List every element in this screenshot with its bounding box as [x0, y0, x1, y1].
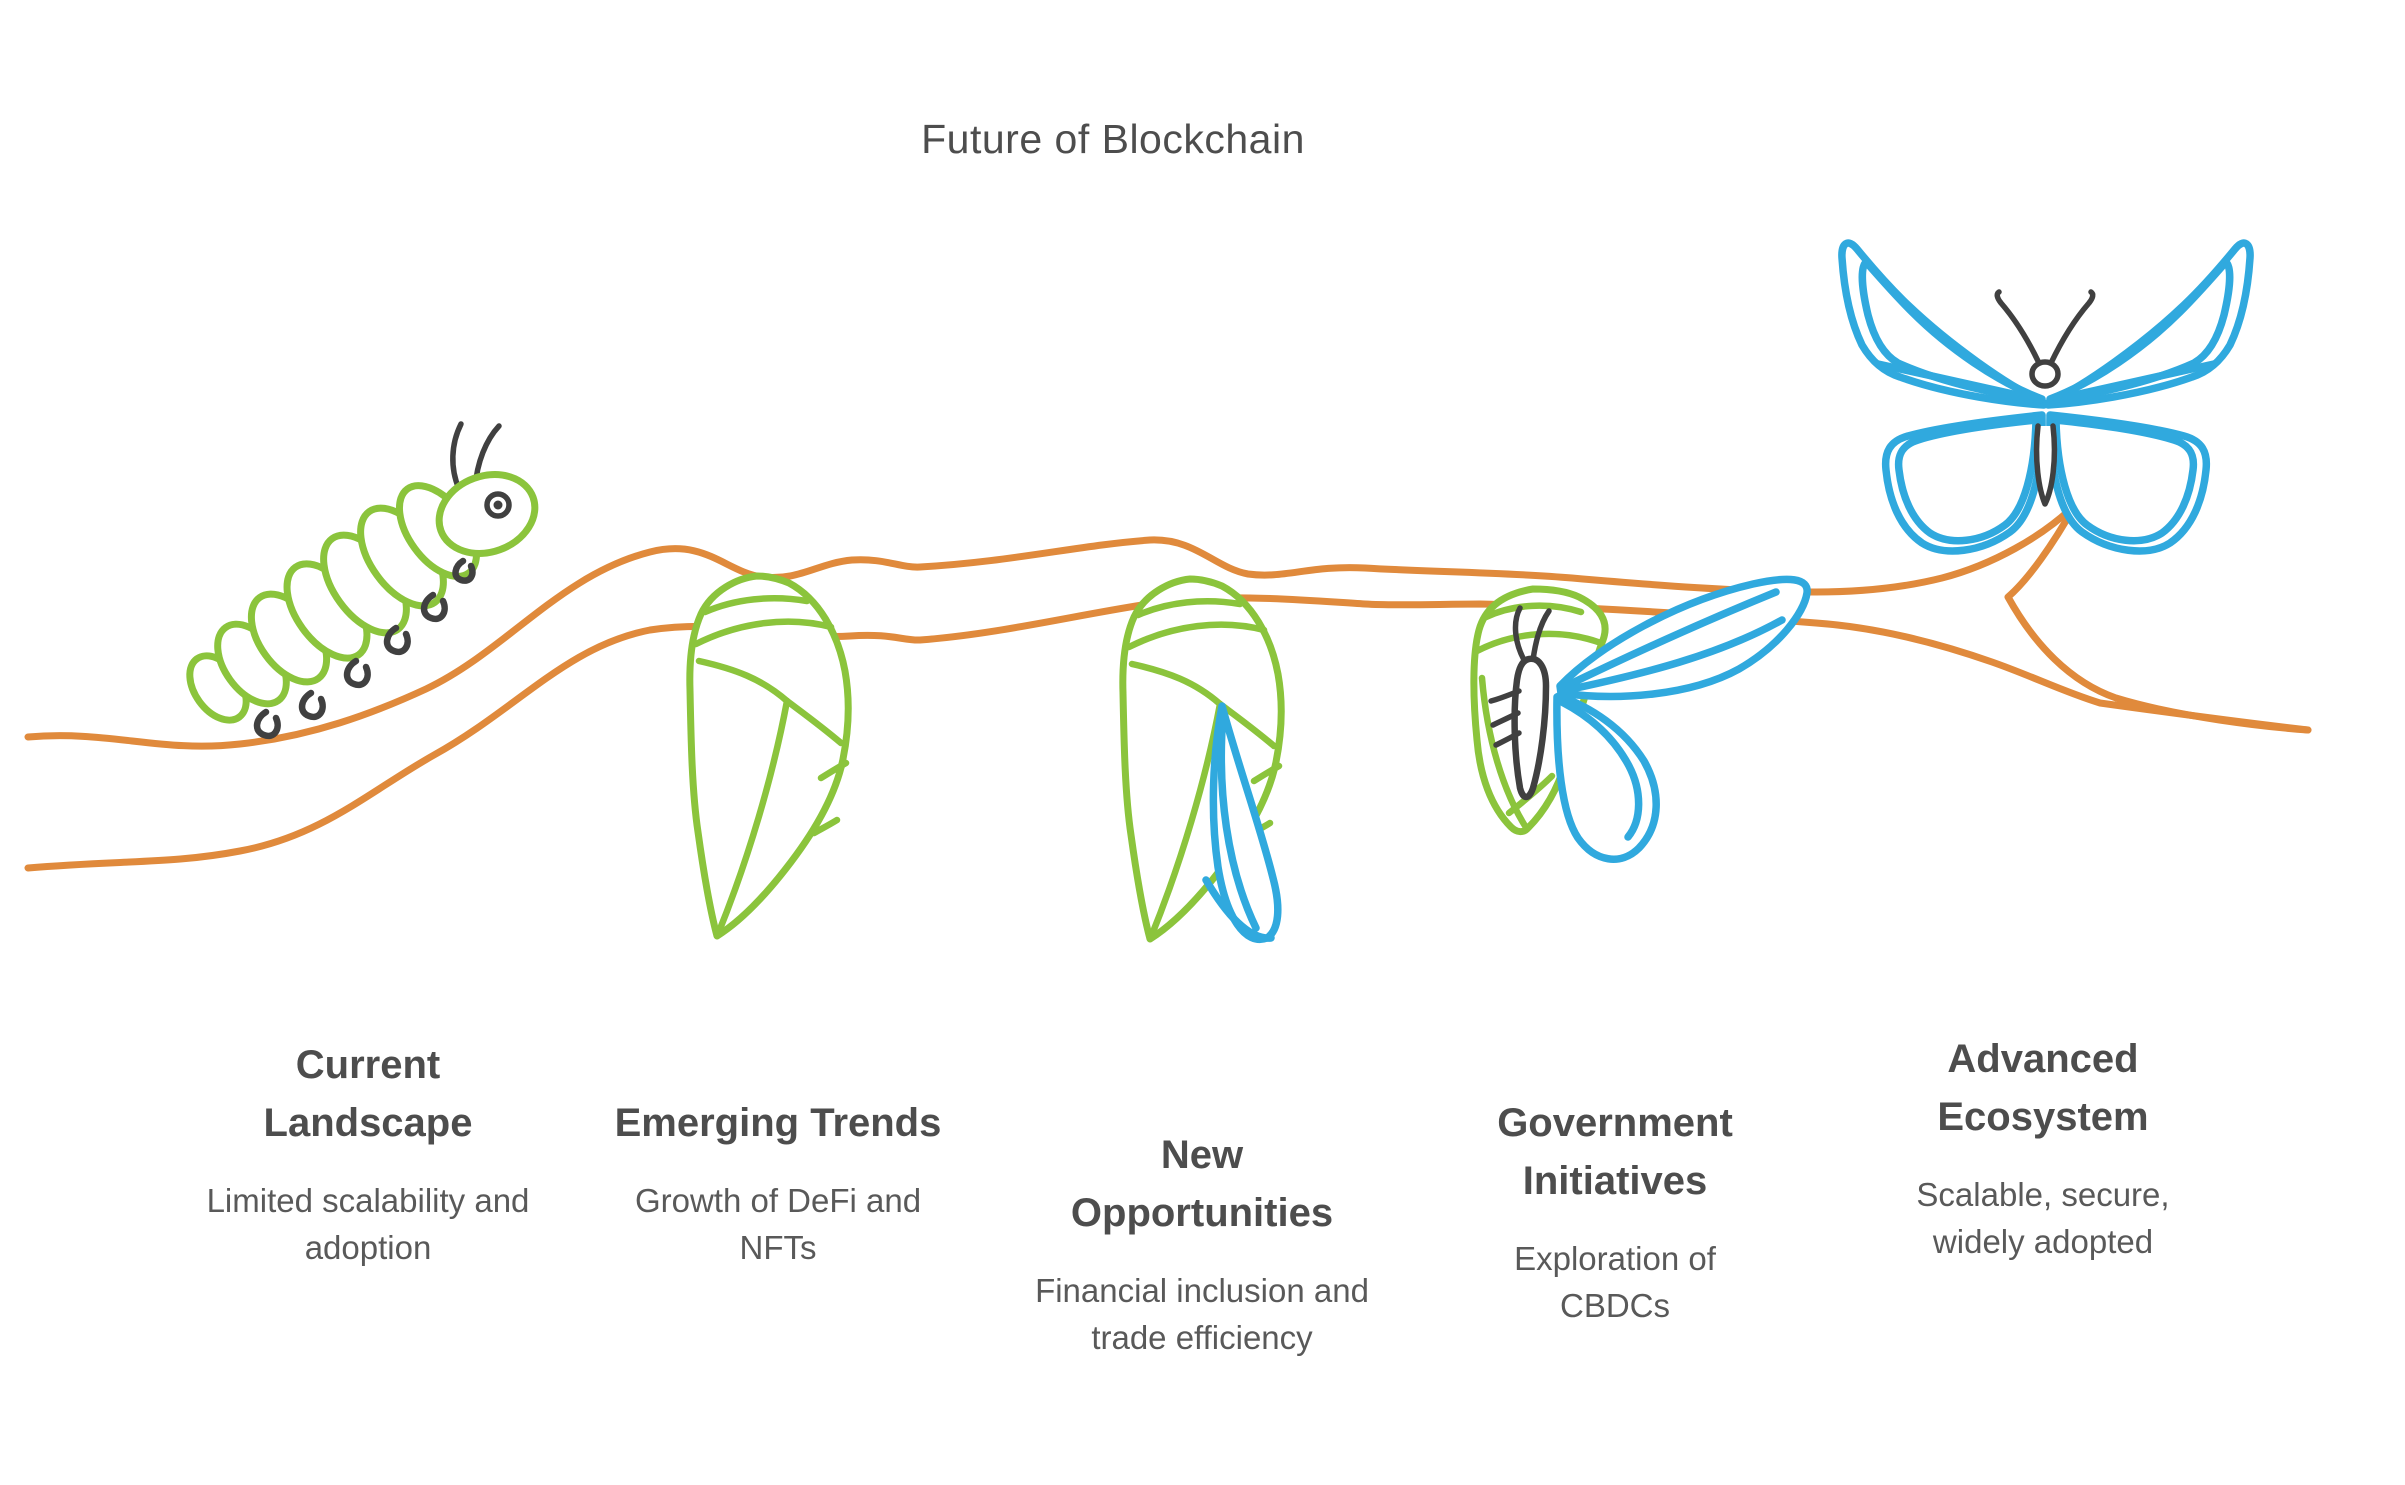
emerging-butterfly-icon	[1470, 575, 1811, 863]
caterpillar-leg-icon	[452, 557, 476, 584]
stage-title: Government Initiatives	[1497, 1101, 1733, 1203]
leg-icon	[1493, 730, 1522, 748]
leg-icon	[1488, 688, 1522, 704]
hindwing	[1553, 692, 1660, 863]
stage-label-advanced-ecosystem: Advanced Ecosystem Scalable, secure, wid…	[1823, 1030, 2263, 1266]
antenna-icon	[2048, 289, 2096, 366]
caterpillar-leg-icon	[383, 624, 411, 656]
caterpillar-leg-icon	[343, 657, 371, 689]
leg-icon	[1490, 710, 1521, 728]
stage-label-government-initiatives: Government Initiatives Exploration of CB…	[1395, 1094, 1835, 1330]
chrysalis-emerging-wing-icon	[1123, 579, 1281, 944]
butterfly-head	[2029, 359, 2061, 389]
butterfly-abdomen	[2033, 423, 2058, 507]
stage-description: Limited scalability and adoption	[206, 1182, 530, 1266]
stage-title: Advanced Ecosystem	[1937, 1037, 2149, 1139]
antenna-icon	[1512, 605, 1527, 663]
butterfly-body	[1511, 655, 1550, 801]
caterpillar-leg-icon	[420, 591, 448, 623]
stage-label-new-opportunities: New Opportunities Financial inclusion an…	[982, 1126, 1422, 1362]
stage-description: Financial inclusion and trade efficiency	[1035, 1272, 1369, 1356]
stage-title: Emerging Trends	[614, 1101, 942, 1145]
caterpillar-head	[435, 471, 539, 557]
butterfly-icon	[1838, 239, 2254, 555]
antenna-icon	[1994, 289, 2042, 366]
stage-title: Current Landscape	[263, 1043, 473, 1145]
stage-description: Scalable, secure, widely adopted	[1916, 1176, 2170, 1260]
caterpillar-leg-icon	[298, 689, 326, 721]
caterpillar-antenna-icon	[450, 421, 464, 492]
stage-title: New Opportunities	[1070, 1133, 1334, 1235]
stage-label-emerging-trends: Emerging Trends Growth of DeFi and NFTs	[558, 1094, 998, 1272]
caterpillar-pupil-icon	[493, 500, 503, 510]
stage-description: Growth of DeFi and NFTs	[634, 1182, 922, 1266]
caterpillar-icon	[186, 421, 539, 740]
stage-description: Exploration of CBDCs	[1514, 1240, 1716, 1324]
antenna-icon	[1530, 608, 1552, 663]
page-title: Future of Blockchain	[921, 116, 1305, 162]
stage-label-current-landscape: Current Landscape Limited scalability an…	[148, 1036, 588, 1272]
caterpillar-leg-icon	[253, 708, 281, 740]
chrysalis-icon	[690, 576, 848, 936]
